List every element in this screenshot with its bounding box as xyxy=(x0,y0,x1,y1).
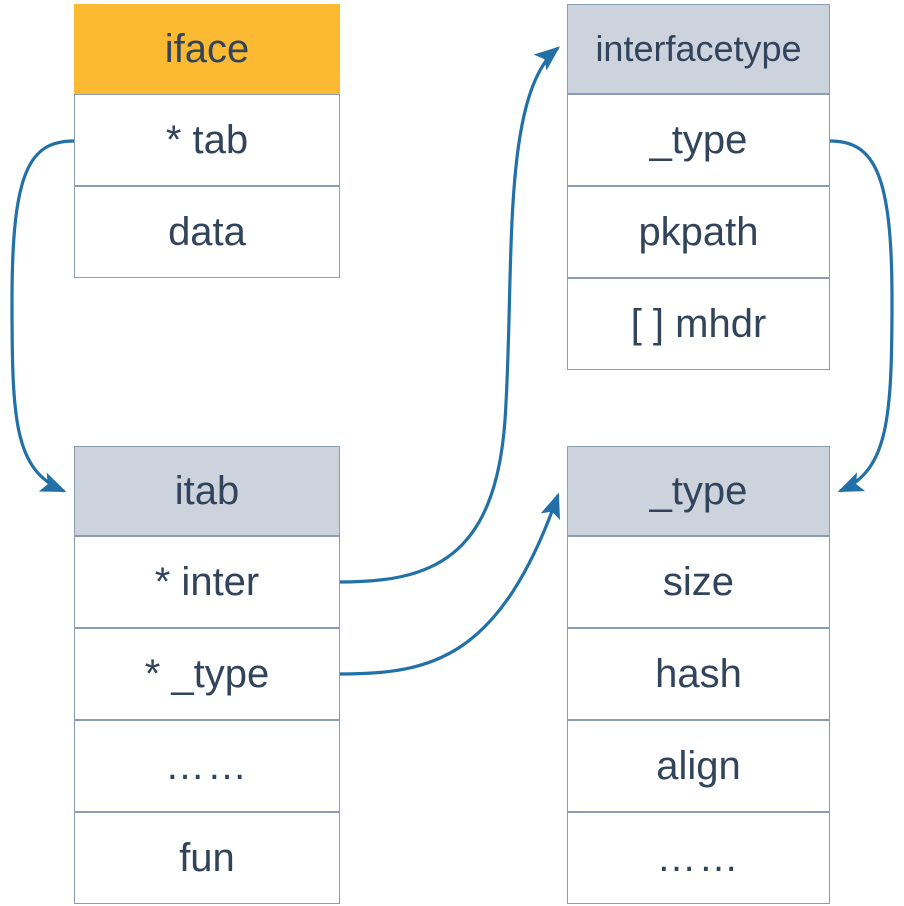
interfacetype-row-pkpath: pkpath xyxy=(567,186,830,278)
itab-row-type: * _type xyxy=(74,628,340,720)
struct-box-itab: itab * inter * _type …… fun xyxy=(74,446,340,904)
iface-row-tab: * tab xyxy=(74,94,340,186)
itab-row-fun: fun xyxy=(74,812,340,904)
type-header: _type xyxy=(567,446,830,536)
type-row-hash: hash xyxy=(567,628,830,720)
iface-header: iface xyxy=(74,4,340,94)
itab-row-inter: * inter xyxy=(74,536,340,628)
type-row-align: align xyxy=(567,720,830,812)
type-row-size: size xyxy=(567,536,830,628)
itab-header: itab xyxy=(74,446,340,536)
type-row-ellipsis: …… xyxy=(567,812,830,904)
interfacetype-header: interfacetype xyxy=(567,4,830,94)
itab-row-ellipsis: …… xyxy=(74,720,340,812)
interfacetype-row-mhdr: [ ] mhdr xyxy=(567,278,830,370)
arrow-interfacetype-type-to-type xyxy=(829,139,894,493)
struct-box-interfacetype: interfacetype _type pkpath [ ] mhdr xyxy=(567,4,830,370)
struct-box-iface: iface * tab data xyxy=(74,4,340,278)
arrow-tab-to-itab xyxy=(10,139,75,493)
arrow-inter-to-interfacetype xyxy=(339,46,560,584)
struct-box-type: _type size hash align …… xyxy=(567,446,830,904)
iface-row-data: data xyxy=(74,186,340,278)
interfacetype-row-type: _type xyxy=(567,94,830,186)
arrow-itabtype-to-type xyxy=(339,492,561,676)
